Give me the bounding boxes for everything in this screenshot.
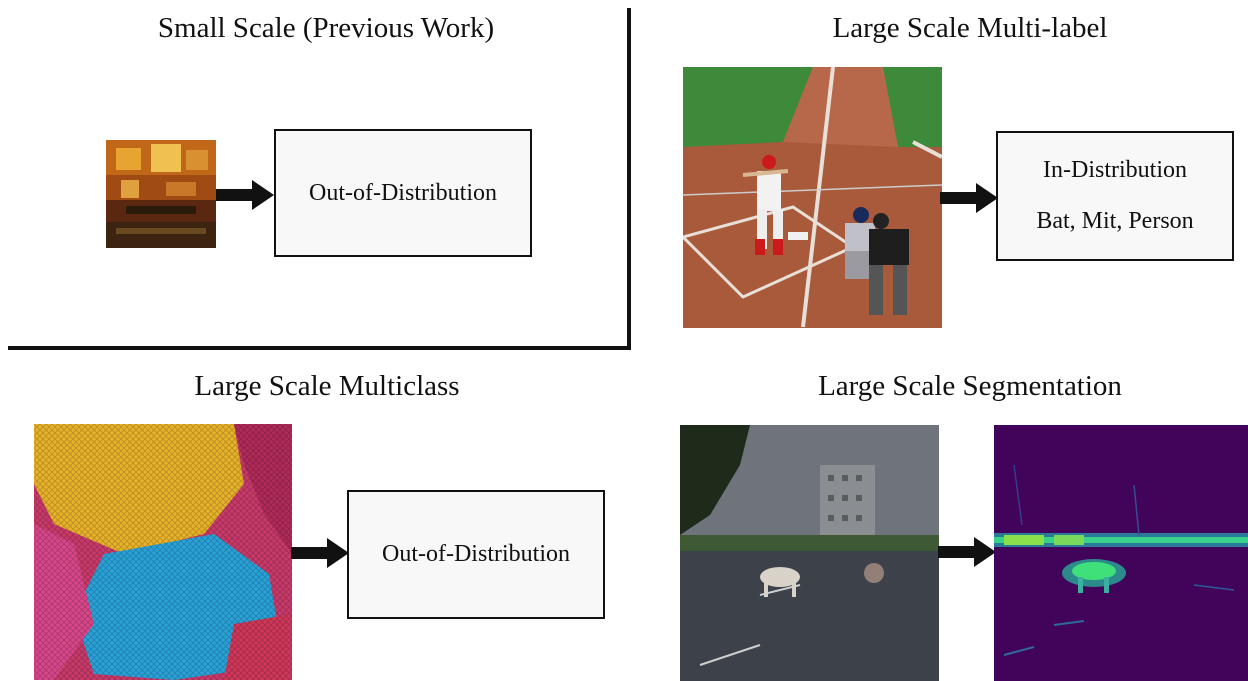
multiclass-output-box: Out-of-Distribution — [347, 490, 605, 619]
multilabel-output-box: In-Distribution Bat, Mit, Person — [996, 131, 1234, 261]
multilabel-output-line1: In-Distribution — [1043, 157, 1187, 183]
divider-horizontal — [8, 346, 631, 350]
divider-vertical — [627, 8, 631, 350]
arrow-right-icon — [216, 180, 274, 210]
multilabel-title: Large Scale Multi-label — [832, 12, 1108, 44]
arrow-right-icon — [291, 538, 349, 568]
segmentation-anomaly-map — [994, 425, 1248, 681]
small-scale-image — [106, 140, 216, 248]
fabric-image — [34, 424, 292, 680]
multiclass-output-label: Out-of-Distribution — [382, 541, 570, 567]
street-scene-image — [680, 425, 939, 681]
small-scale-title: Small Scale (Previous Work) — [157, 12, 495, 44]
arrow-right-icon — [940, 183, 998, 213]
multilabel-output-line2: Bat, Mit, Person — [1036, 208, 1194, 234]
baseball-image — [683, 67, 942, 328]
arrow-right-icon — [938, 537, 996, 567]
small-scale-output-label: Out-of-Distribution — [309, 179, 497, 206]
segmentation-title: Large Scale Segmentation — [818, 370, 1122, 402]
multiclass-title: Large Scale Multiclass — [194, 370, 460, 402]
small-scale-output-box: Out-of-Distribution — [274, 129, 532, 257]
